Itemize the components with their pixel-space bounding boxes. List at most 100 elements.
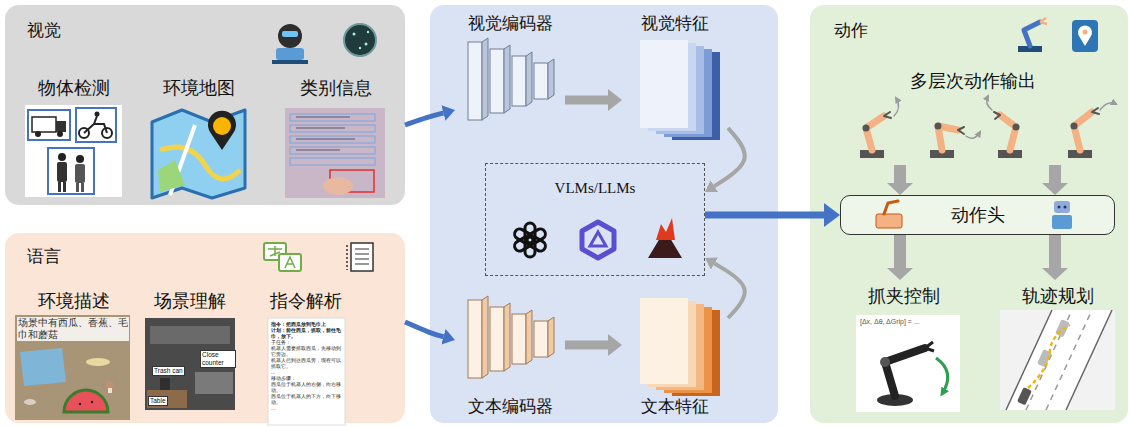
titled-block: 视觉编码器 — [455, 8, 565, 126]
robot-icon — [272, 24, 308, 64]
node-label: 场景理解 — [154, 289, 226, 313]
connector-arrow — [565, 341, 608, 350]
node-label: 语言 — [27, 245, 61, 268]
qwen-logo — [582, 222, 614, 258]
robot-icon — [272, 60, 308, 64]
category-info-image — [296, 128, 345, 129]
qwen-logo — [590, 232, 606, 246]
category-info-image — [285, 108, 385, 198]
titled-block: 视觉特征 — [622, 8, 728, 148]
node-label: 文本编码器 — [468, 395, 553, 418]
document-icon — [347, 243, 373, 271]
robot-arms — [958, 127, 964, 134]
node-label: 动作 — [834, 19, 868, 42]
titled-block: 文本编码器 — [455, 290, 565, 424]
category-info-image — [296, 117, 350, 118]
panel: 视觉物体检测环境地图类别信息 — [5, 5, 405, 205]
object-detection-image — [28, 110, 70, 140]
openai-logo — [513, 223, 547, 257]
radar-icon — [353, 33, 356, 36]
node-label: 类别信息 — [300, 76, 372, 100]
openai-logo — [513, 223, 547, 257]
instruction-line: ... — [271, 405, 343, 411]
trajectory-image — [1037, 349, 1052, 367]
object-detection-image — [25, 105, 122, 197]
vision-encoder-icon — [482, 38, 488, 120]
environment-photo — [20, 348, 66, 386]
text-encoder-icon — [468, 300, 482, 378]
node-label: 环境地图 — [163, 76, 235, 100]
vision-feature-icon — [672, 52, 720, 140]
object-detection-image — [56, 121, 66, 132]
text-encoder-icon — [526, 310, 532, 364]
connector-arrow — [405, 113, 443, 125]
box: VLMs/LLMs — [485, 163, 705, 276]
instruction-line: 移动步骤： — [271, 375, 343, 381]
instruction-line: 机器人已到达西瓜旁，现在可以抓取它。 — [271, 357, 343, 369]
panel: 动作多层次动作输出动作头抓夹控制轨迹规划 — [810, 5, 1128, 423]
object-detection-image — [48, 148, 94, 194]
titled-block: 轨迹规划 — [995, 280, 1120, 415]
node-label: 轨迹规划 — [1022, 284, 1094, 308]
robot-icon — [276, 48, 304, 60]
scene-photo — [195, 372, 233, 394]
radar-icon — [367, 31, 369, 33]
connector-arrow — [1049, 165, 1061, 183]
radar-icon — [365, 43, 368, 46]
category-info-image — [296, 139, 355, 140]
environment-photo — [24, 399, 36, 405]
vision-encoder-icon — [468, 42, 482, 120]
robot-arms — [863, 125, 870, 132]
gripper-control-image — [885, 348, 925, 396]
volcano-logo — [656, 218, 675, 240]
text-feature-icon — [648, 301, 696, 387]
scene-tag: Trash can — [152, 366, 185, 376]
connector-arrow — [714, 128, 744, 186]
document-icon — [346, 245, 348, 270]
robot-arms — [860, 150, 884, 158]
titled-block: 多层次动作输出 — [835, 65, 1110, 165]
trajectory-image — [1000, 310, 1115, 410]
instruction-line: 子任务： — [271, 339, 343, 345]
text-encoder-icon — [504, 303, 510, 371]
translate-icon — [285, 257, 295, 268]
instruction-line: 西瓜位于机器人的下方，向下移动。 — [271, 393, 343, 405]
environment-photo — [86, 358, 110, 366]
robot-icon — [278, 24, 302, 48]
node-label: 视觉编码器 — [468, 12, 553, 35]
robot-arms — [866, 116, 884, 150]
trajectory-image — [1055, 319, 1070, 337]
instruction-sheet — [268, 318, 345, 425]
gripper-control-image — [925, 342, 934, 351]
action-head-icons — [876, 214, 902, 228]
node-label: 视觉特征 — [641, 12, 709, 35]
volcano-logo — [648, 238, 682, 258]
text-feature-icon — [664, 307, 712, 393]
trajectory-image — [1017, 387, 1032, 405]
object-detection-image — [79, 128, 89, 138]
titled-block: 场景理解 — [140, 285, 240, 413]
object-detection-image — [32, 117, 56, 132]
map-icon — [152, 110, 245, 198]
robot-arm-icon — [1024, 22, 1040, 46]
category-info-image — [290, 125, 375, 132]
robot-arms — [1071, 123, 1078, 130]
panel: 动作头 — [840, 195, 1115, 235]
object-detection-image — [75, 164, 85, 183]
connector-arrow — [705, 212, 824, 219]
category-info-image — [290, 114, 375, 121]
connector-arrow — [405, 322, 443, 337]
node-label: 多层次动作输出 — [910, 69, 1036, 93]
robot-arms — [930, 150, 954, 158]
object-detection-image — [76, 183, 79, 192]
robot-arms — [860, 96, 1116, 158]
action-head-icons — [1052, 215, 1072, 229]
node-label: 视觉 — [27, 19, 61, 42]
connector-arrow — [1049, 235, 1061, 268]
robot-arms — [998, 150, 1022, 158]
robot-arms — [1013, 124, 1020, 131]
vision-encoder-icon — [468, 38, 554, 120]
gripper-control-image — [856, 315, 960, 412]
object-detection-image — [57, 162, 67, 182]
environment-photo — [79, 403, 81, 405]
